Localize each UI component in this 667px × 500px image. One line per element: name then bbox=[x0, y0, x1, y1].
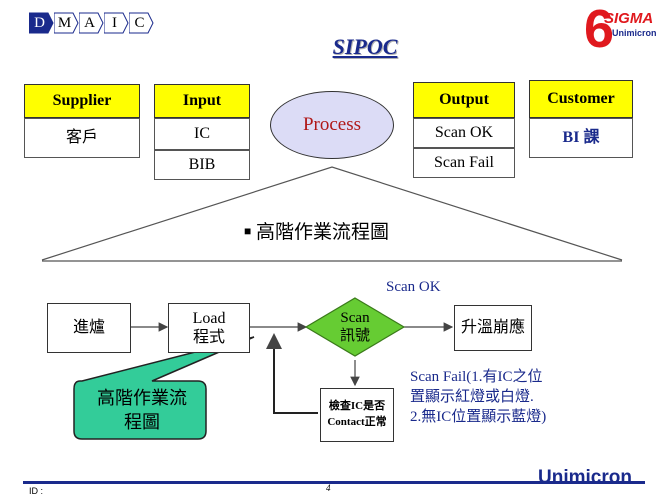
arrow-check-loop bbox=[266, 333, 318, 414]
scan-fail-line3: 2.無IC位置顯示藍燈) bbox=[410, 409, 547, 425]
dmaic-step-c[interactable]: C bbox=[129, 12, 154, 34]
customer-header: Customer bbox=[529, 80, 633, 118]
scan-ok-label: Scan OK bbox=[386, 279, 441, 295]
input-header: Input bbox=[154, 84, 250, 118]
callout-line1: 高階作業流 bbox=[97, 388, 187, 408]
check-line2: Contact正常 bbox=[327, 416, 387, 428]
page-number: 4 bbox=[326, 483, 331, 493]
step-load-line2: 程式 bbox=[192, 329, 225, 346]
scan-fail-line2: 置顯示紅燈或白燈. bbox=[410, 389, 534, 405]
decision-line2: 訊號 bbox=[339, 328, 370, 344]
step-load-line1: Load bbox=[192, 310, 226, 327]
dmaic-step-d-label: D bbox=[34, 15, 45, 31]
footer-brand: Unimicron bbox=[538, 467, 632, 488]
output-item-scan-fail: Scan Fail bbox=[413, 148, 515, 178]
customer-item: BI 課 bbox=[529, 118, 633, 158]
dmaic-step-c-label: C bbox=[134, 15, 145, 31]
decision-scan-shape bbox=[304, 297, 406, 357]
page-title: SIPOC bbox=[332, 34, 398, 59]
decision-scan-label: Scan 訊號 bbox=[320, 309, 390, 345]
check-line1: 檢查IC是否 bbox=[328, 400, 386, 412]
flow-title: ■ 高階作業流程圖 bbox=[244, 217, 389, 244]
dmaic-step-m[interactable]: M bbox=[54, 12, 79, 34]
dmaic-step-a-label: A bbox=[84, 15, 95, 31]
dmaic-nav: D M A I C bbox=[29, 12, 154, 34]
output-item-scan-ok: Scan OK bbox=[413, 118, 515, 148]
scan-fail-note: Scan Fail(1.有IC之位 置顯示紅燈或白燈. 2.無IC位置顯示藍燈) bbox=[410, 367, 610, 427]
step-furnace: 進爐 bbox=[47, 303, 131, 353]
dmaic-step-a[interactable]: A bbox=[79, 12, 104, 34]
dmaic-step-d[interactable]: D bbox=[29, 12, 54, 34]
pyramid-outline bbox=[41, 166, 623, 261]
decision-line1: Scan bbox=[340, 310, 370, 326]
callout-bubble bbox=[73, 336, 255, 440]
supplier-item: 客戶 bbox=[24, 118, 140, 158]
step-load-program: Load 程式 bbox=[168, 303, 250, 353]
dmaic-step-i-label: I bbox=[112, 15, 117, 31]
supplier-header: Supplier bbox=[24, 84, 140, 118]
callout-text: 高階作業流 程圖 bbox=[76, 386, 208, 434]
bullet-icon: ■ bbox=[244, 224, 252, 238]
dmaic-step-m-label: M bbox=[57, 15, 72, 31]
output-header: Output bbox=[413, 82, 515, 118]
flow-title-text: 高階作業流程圖 bbox=[256, 222, 390, 243]
scan-fail-line1: Scan Fail(1.有IC之位 bbox=[410, 369, 543, 385]
callout-line2: 程圖 bbox=[124, 412, 160, 432]
logo-numeral: 6 bbox=[584, 0, 615, 59]
step-check-contact: 檢查IC是否 Contact正常 bbox=[320, 388, 394, 442]
step-burn-in: 升溫崩應 bbox=[454, 305, 532, 351]
input-item-bib: BIB bbox=[154, 150, 250, 180]
input-item-ic: IC bbox=[154, 118, 250, 150]
process-node: Process bbox=[270, 91, 394, 159]
logo-word: SIGMA bbox=[604, 10, 654, 27]
footer-id-label: ID : bbox=[29, 486, 44, 496]
dmaic-step-i[interactable]: I bbox=[104, 12, 129, 34]
footer-divider bbox=[23, 481, 645, 484]
logo-sub: Unimicron bbox=[612, 28, 657, 38]
six-sigma-logo: 6 SIGMA Unimicron bbox=[584, 0, 664, 59]
